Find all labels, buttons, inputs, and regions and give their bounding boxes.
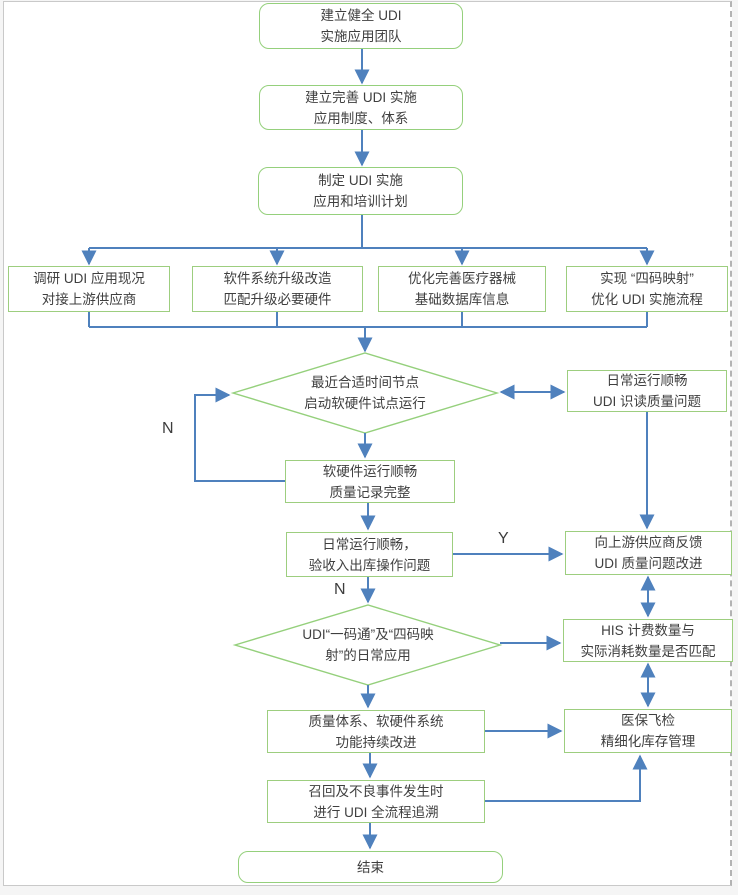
branch-label-no: N: [334, 581, 346, 598]
node-text: 向上游供应商反馈: [594, 535, 703, 550]
node-text: 验收入出库操作问题: [308, 557, 431, 573]
node-text: 应用和培训计划: [313, 194, 408, 209]
node-text: 软件系统升级改造: [223, 271, 332, 286]
node-text: UDI“一码通”及“四码映: [302, 627, 434, 642]
node-inspection: 医保飞检 精细化库存管理: [564, 709, 732, 753]
node-text: 召回及不良事件发生时: [308, 783, 444, 799]
node-text: 射”的日常应用: [325, 648, 411, 663]
node-text: 实际消耗数量是否匹配: [580, 643, 716, 659]
node-establish-system: 建立完善 UDI 实施 应用制度、体系: [259, 85, 463, 130]
node-text: 建立健全 UDI: [320, 8, 402, 23]
node-text: 软硬件运行顺畅: [322, 463, 418, 479]
node-text: UDI 识读质量问题: [593, 394, 701, 409]
node-establish-team: 建立健全 UDI 实施应用团队: [259, 3, 463, 49]
node-text: 结束: [357, 859, 384, 875]
node-text: 质量记录完整: [329, 484, 411, 500]
branch-label-yes: Y: [498, 530, 509, 547]
node-recall-trace: 召回及不良事件发生时 进行 UDI 全流程追溯: [267, 780, 485, 823]
node-upgrade-software: 软件系统升级改造 匹配升级必要硬件: [192, 266, 363, 312]
node-text: 优化完善医疗器械: [408, 271, 516, 286]
node-text: 制定 UDI 实施: [318, 173, 403, 188]
node-text: 匹配升级必要硬件: [223, 292, 332, 307]
node-text: 精细化库存管理: [600, 734, 696, 749]
node-text: 医保飞检: [621, 713, 675, 728]
node-text: 实施应用团队: [320, 29, 402, 44]
node-daily-quality: 日常运行顺畅 UDI 识读质量问题: [567, 370, 727, 412]
node-text: 启动软硬件试点运行: [304, 396, 426, 411]
node-supplier-feedback: 向上游供应商反馈 UDI 质量问题改进: [565, 531, 732, 575]
node-text: 质量体系、软硬件系统: [308, 713, 444, 729]
node-text: 调研 UDI 应用现况: [33, 271, 145, 286]
node-research: 调研 UDI 应用现况 对接上游供应商: [8, 266, 170, 312]
node-continuous-improve: 质量体系、软硬件系统 功能持续改进: [267, 710, 485, 753]
node-optimize-database: 优化完善医疗器械 基础数据库信息: [378, 266, 546, 312]
branch-label-n-loop: N: [162, 420, 174, 437]
node-text: 建立完善 UDI 实施: [305, 89, 417, 105]
node-text: 最近合适时间节点: [311, 375, 419, 390]
node-text: 日常运行顺畅: [606, 373, 688, 388]
node-run-ok: 软硬件运行顺畅 质量记录完整: [285, 460, 455, 503]
decision-pilot-text: 最近合适时间节点 启动软硬件试点运行: [260, 362, 470, 424]
node-text: 功能持续改进: [335, 734, 417, 750]
node-daily-ops: 日常运行顺畅， 验收入出库操作问题: [286, 532, 453, 577]
page-frame: [3, 1, 732, 886]
node-text: 进行 UDI 全流程追溯: [313, 804, 439, 820]
node-text: 日常运行顺畅，: [322, 536, 417, 552]
node-text: 应用制度、体系: [313, 110, 409, 126]
node-text: HIS 计费数量与: [601, 622, 695, 638]
node-text: 基础数据库信息: [414, 292, 510, 307]
node-his-match: HIS 计费数量与 实际消耗数量是否匹配: [563, 619, 733, 662]
node-text: 对接上游供应商: [41, 292, 137, 307]
node-text: 实现 “四码映射”: [600, 271, 694, 286]
node-four-code-mapping: 实现 “四码映射” 优化 UDI 实施流程: [566, 266, 728, 312]
node-text: UDI 质量问题改进: [594, 556, 703, 571]
decision-dailyapp-text: UDI“一码通”及“四码映 射”的日常应用: [258, 614, 478, 676]
node-text: 优化 UDI 实施流程: [591, 292, 703, 307]
node-make-plan: 制定 UDI 实施 应用和培训计划: [258, 167, 463, 215]
node-end: 结束: [238, 851, 503, 883]
